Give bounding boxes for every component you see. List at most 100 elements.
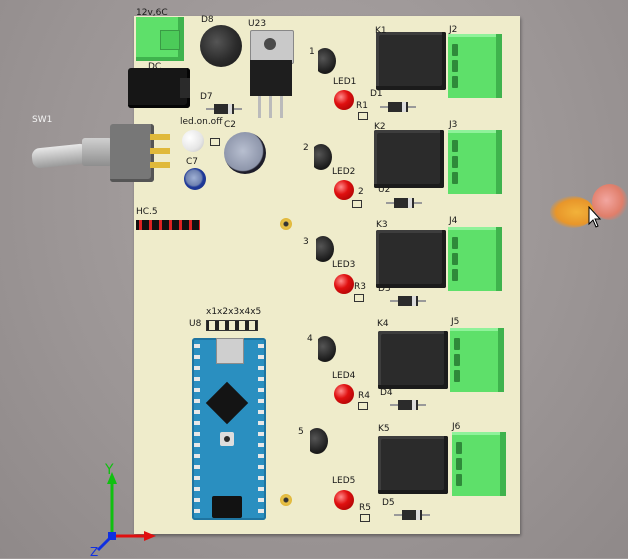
power-led-resistor (210, 138, 220, 146)
c2-label: C2 (224, 120, 237, 130)
led-on-off-label: led.on.off (180, 117, 223, 127)
arduino-usb-port (216, 338, 244, 364)
xyz-axis-triad-icon (96, 472, 156, 552)
led1-label: LED1 (333, 77, 357, 87)
relay-k4 (378, 331, 448, 389)
sw1-label: SW1 (32, 115, 53, 125)
k2-label: K2 (374, 122, 386, 132)
transistor-q3 (308, 236, 334, 262)
terminal-j5 (450, 328, 504, 392)
j6-label: J6 (452, 422, 461, 432)
led3-label: LED3 (332, 260, 356, 270)
c7-capacitor (184, 168, 206, 190)
led2-label: LED2 (332, 167, 356, 177)
led2 (334, 180, 354, 200)
r5-label: R5 (359, 503, 371, 513)
d8-label: D8 (201, 15, 214, 25)
diode-d3 (390, 296, 426, 306)
sw1-body (110, 124, 154, 182)
j2-label: J2 (449, 25, 458, 35)
k1-label: K1 (375, 26, 387, 36)
terminal-j3 (448, 130, 502, 194)
d1-label: D1 (370, 89, 383, 99)
u23-label: U23 (248, 19, 267, 29)
resistor-r3 (354, 294, 364, 302)
k3-label: K3 (376, 220, 388, 230)
terminal-j2 (448, 34, 502, 98)
led5 (334, 490, 354, 510)
u23-body (250, 60, 292, 96)
j5-label: J5 (451, 317, 460, 327)
resistor-r5 (360, 514, 370, 522)
u8-label: U8 (189, 319, 202, 329)
d7-label: D7 (200, 92, 213, 102)
rotation-indicator-icon-right (592, 184, 628, 220)
arduino-reset-knob (224, 436, 230, 442)
arduino-left-pins (194, 344, 200, 514)
d5-label: D5 (382, 498, 395, 508)
q2-label: 2 (303, 143, 309, 153)
resistor-r1 (358, 112, 368, 120)
mounting-pad-bottom (280, 494, 292, 506)
sw1-bushing (82, 138, 112, 166)
led4-label: LED4 (332, 371, 356, 381)
k4-label: K4 (377, 319, 389, 329)
d8-buzzer (200, 25, 242, 67)
relay-k3 (376, 230, 446, 288)
dc-jack-barrel (180, 78, 190, 98)
transistor-q4 (310, 336, 336, 362)
r1-label: R1 (356, 101, 368, 111)
led3 (334, 274, 354, 294)
q1-label: 1 (309, 47, 315, 57)
diode-d4 (390, 400, 426, 410)
resistor-r2 (352, 200, 362, 208)
led5-label: LED5 (332, 476, 356, 486)
arduino-icsp-header (212, 496, 242, 518)
rotation-indicator-icon (550, 196, 594, 228)
mounting-pad-top (280, 218, 292, 230)
x-pins-label: x1x2x3x4x5 (206, 307, 262, 317)
dc-label: DC (148, 62, 162, 72)
c7-label: C7 (186, 157, 199, 167)
relay-k5 (378, 436, 448, 494)
led1 (334, 90, 354, 110)
diode-d1 (380, 102, 416, 112)
x-pin-header (206, 320, 258, 331)
relay-k1 (376, 32, 446, 90)
diode-u2 (386, 198, 422, 208)
hc5-label: HC.5 (136, 207, 158, 217)
hc5-pin-header (136, 220, 200, 230)
resistor-r4 (358, 402, 368, 410)
q4-label: 4 (307, 334, 313, 344)
power-terminal-screw (160, 30, 180, 50)
arrow-cursor-icon (588, 206, 602, 228)
k5-label: K5 (378, 424, 390, 434)
j3-label: J3 (449, 120, 458, 130)
diode-d5 (394, 510, 430, 520)
d7-diode (206, 104, 242, 114)
transistor-q1 (310, 48, 336, 74)
terminal-j6 (452, 432, 506, 496)
r2-label: 2 (358, 187, 364, 197)
terminal-j4 (448, 227, 502, 291)
axis-z-label: Z (90, 545, 99, 559)
r3-label: R3 (354, 282, 366, 292)
led4 (334, 384, 354, 404)
d3-label: D3 (378, 284, 391, 294)
power-led-white (182, 130, 204, 152)
sw1-terminals (150, 134, 170, 174)
power-input-label: 12v,6C (136, 8, 168, 18)
u23-leads (258, 96, 286, 118)
dc-jack (128, 68, 190, 108)
transistor-q2 (306, 144, 332, 170)
c2-capacitor (224, 132, 266, 174)
transistor-q5 (302, 428, 328, 454)
relay-k2 (374, 130, 444, 188)
arduino-right-pins (258, 344, 264, 514)
sw1-toggle-lever[interactable] (31, 143, 89, 169)
q3-label: 3 (303, 237, 309, 247)
arduino-nano-board (192, 338, 266, 520)
r4-label: R4 (358, 391, 370, 401)
q5-label: 5 (298, 427, 304, 437)
